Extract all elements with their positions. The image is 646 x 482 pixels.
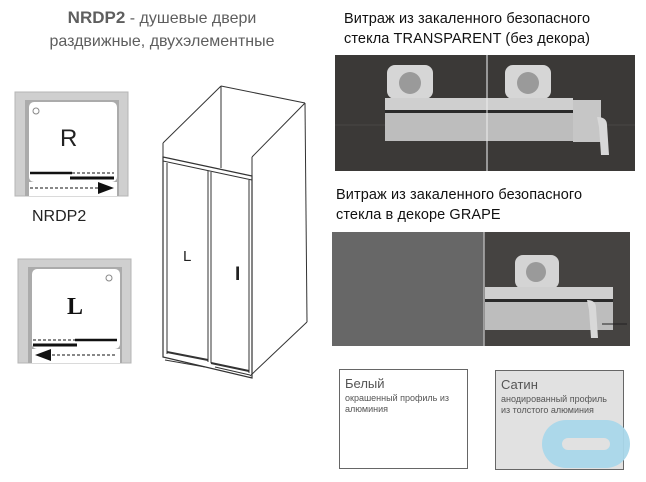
panel-label-l: L [183,248,192,265]
profile-description: анодированный профиль из толстого алюмин… [501,394,607,415]
title-line2: раздвижные, двухэлементные [49,33,275,50]
frame-top-view-icon [14,91,129,197]
glass-grape-heading: Витраж из закаленного безопасного стекла… [336,187,583,223]
door-letter-r: R [60,125,78,152]
door-diagram-right: R [14,91,132,201]
profile-option-white: Белый окрашенный профиль из алюминия [339,369,468,469]
glass-transparent-heading: Витраж из закаленного безопасного стекла… [344,11,591,47]
profile-description: окрашенный профиль из алюминия [345,393,450,414]
glass-grape-photo [332,232,630,346]
shower-enclosure-icon [162,85,308,379]
door-letter-l: L [67,294,84,320]
frosted-glass-photo-icon [332,232,630,346]
page-title: NRDP2 - душевые двери раздвижные, двухэл… [12,6,312,53]
model-name: NRDP2 [67,8,126,27]
shower-mixer-photo-icon [335,55,635,171]
enclosure-iso-drawing: L I [155,80,315,380]
profile-name: Белый [345,376,385,391]
panel-label-i: I [235,264,241,285]
title-line1: - душевые двери [125,10,257,27]
door-diagram-left: L [17,258,135,368]
glass-transparent-photo [335,55,635,171]
watermark-logo [538,416,634,472]
frame-top-view-icon [17,258,132,364]
infinity-logo-icon [542,420,630,468]
profile-name: Сатин [501,377,538,392]
diagram-caption: NRDP2 [32,208,87,225]
